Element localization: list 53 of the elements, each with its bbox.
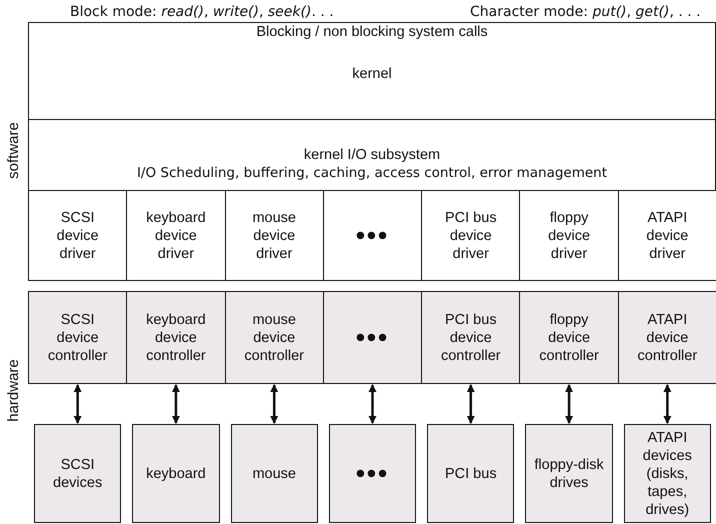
box-label: ATAPI device driver [645,208,690,262]
layer-title: kernel [352,65,392,83]
box-label: SCSI device controller [46,310,108,364]
mode-note: Block mode: read(), write(), seek(). . . [70,4,334,20]
box-label: floppy device controller [538,310,600,364]
double-arrow [74,384,82,424]
device-box [525,424,613,523]
ellipsis-mark: ••• [356,220,390,251]
section-label: hardware [4,358,22,422]
box-label: ATAPI devices (disks, tapes, drives) [642,428,693,518]
box-label: PCI bus device controller [440,310,502,364]
box-label: SCSI devices [52,456,104,492]
box-label: floppy device driver [547,208,592,262]
double-arrow [172,384,180,424]
kernel-layer-box [28,22,716,120]
box-label: mouse device controller [243,310,306,364]
box-label: keyboard [146,464,206,482]
double-arrow [368,384,376,424]
double-arrow [466,384,475,424]
device-box [427,424,514,523]
box-label: mouse device driver [251,208,297,262]
mode-note: Character mode: put(), get(), . . . [470,4,701,20]
driver-box [28,190,128,281]
layer-title: kernel I/O subsystem [304,146,440,164]
subsystem-layer-box [28,119,716,191]
controller-box [322,291,422,384]
controller-box [28,291,128,384]
controller-box [224,291,324,384]
device-box [34,424,122,523]
double-arrow [270,384,278,424]
device-box [230,424,318,523]
double-arrow [663,384,672,424]
box-label: ATAPI device controller [636,310,698,364]
device-box [328,424,416,523]
box-label: mouse [252,464,296,482]
double-arrow [565,384,574,424]
box-label: PCI bus [444,464,497,482]
box-label: PCI bus device driver [444,208,498,262]
controller-box [519,291,619,384]
controller-box [618,291,716,384]
box-label: keyboard device controller [145,310,207,364]
ellipsis-mark: ••• [356,322,390,353]
ellipsis-mark: ••• [356,458,390,489]
box-label: SCSI device driver [56,208,100,262]
device-box [132,424,220,523]
layer-note: Blocking / non blocking system calls [256,23,488,41]
layer-description: I/O Scheduling, buffering, caching, access control, error management [136,164,608,182]
box-label: floppy-disk drives [533,456,605,492]
controller-box [421,291,520,384]
controller-box [126,291,226,384]
box-label: keyboard device driver [145,208,207,262]
section-label: software [4,122,22,178]
device-box [624,424,711,523]
